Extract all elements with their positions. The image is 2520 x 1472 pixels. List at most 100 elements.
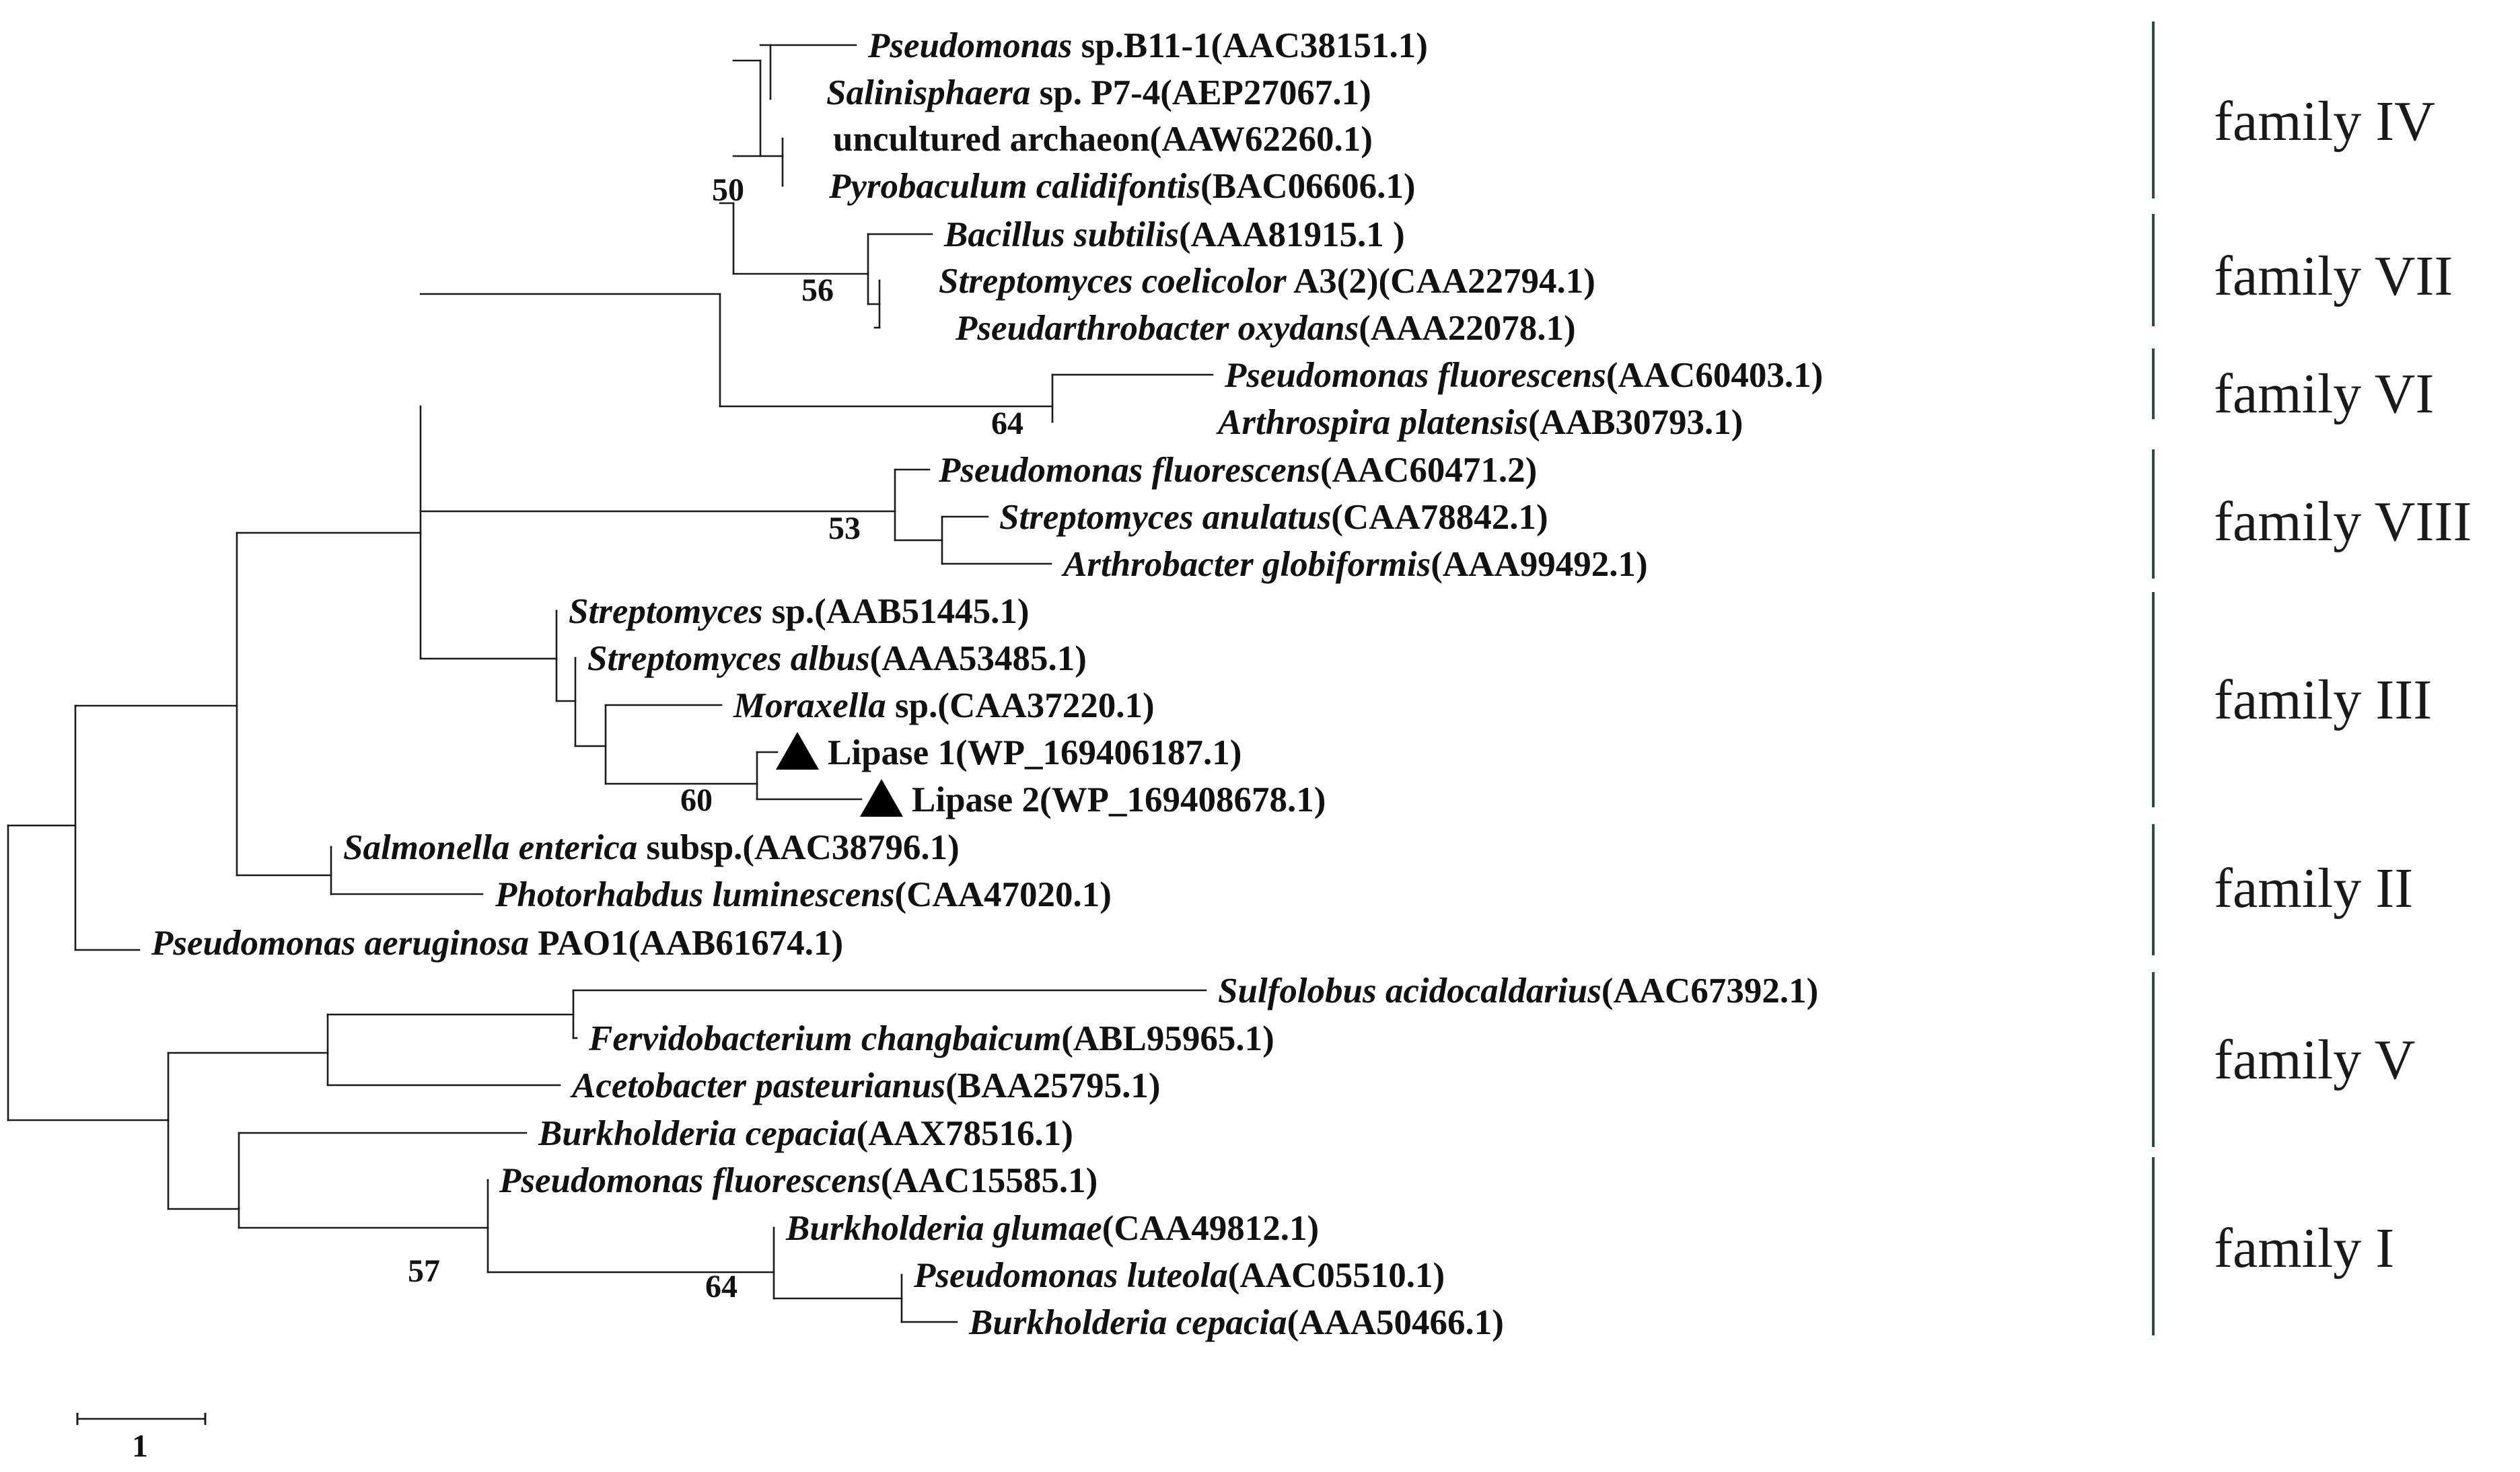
tree-branches: [7, 44, 1214, 1323]
leaf-label-italic: Pseudomonas fluorescens: [938, 451, 1320, 490]
leaf-label-plain: A3(2)(CAA22794.1): [1287, 262, 1595, 301]
leaf-label: Pseudomonas fluorescens(AAC60471.2): [938, 451, 1537, 490]
bootstrap-value: 64: [705, 1269, 737, 1304]
leaf-label-italic: Pyrobaculum calidifontis: [828, 167, 1200, 206]
leaf-label: Lipase 2(WP_169408678.1): [912, 780, 1326, 819]
leaf-label: Burkholderia cepacia(AAX78516.1): [538, 1114, 1073, 1153]
leaf-label: Salinisphaera sp. P7-4(AEP27067.1): [826, 73, 1371, 112]
leaf-label-plain: (AAC60471.2): [1320, 451, 1537, 490]
leaf-label: Lipase 1(WP_169406187.1): [828, 733, 1241, 772]
leaf-label: Burkholderia glumae(CAA49812.1): [785, 1209, 1319, 1248]
leaf-label-italic: Streptomyces anulatus: [999, 498, 1331, 537]
leaf-label-plain: (AAA81915.1 ): [1179, 215, 1405, 254]
leaf-label-italic: Streptomyces: [569, 592, 763, 631]
leaf-label: Streptomyces albus(AAA53485.1): [587, 639, 1087, 678]
leaf-label-italic: Pseudomonas: [867, 26, 1072, 65]
scale-bar: 1: [76, 1413, 207, 1464]
leaf-label: Acetobacter pasteurianus(BAA25795.1): [570, 1066, 1161, 1105]
leaf-label: Photorhabdus luminescens(CAA47020.1): [495, 875, 1112, 914]
leaf-label-italic: Arthrobacter globiformis: [1061, 545, 1431, 584]
leaf-label-italic: Pseudomonas aeruginosa: [151, 924, 529, 963]
triangle-marker-icon: [860, 779, 903, 817]
family-label: family IV: [2214, 90, 2435, 153]
leaf-label-italic: Moraxella: [733, 686, 886, 725]
leaf-label-italic: Acetobacter pasteurianus: [570, 1066, 945, 1105]
leaf-label-italic: Bacillus subtilis: [943, 215, 1179, 254]
leaf-label-plain: Lipase 2(WP_169408678.1): [912, 780, 1326, 819]
bootstrap-value: 57: [408, 1253, 440, 1289]
leaf-label-plain: subsp.(AAC38796.1): [637, 828, 960, 867]
leaf-label: Moraxella sp.(CAA37220.1): [733, 686, 1155, 725]
leaf-label-plain: (AAC15585.1): [881, 1161, 1097, 1200]
bootstrap-value: 53: [828, 511, 861, 546]
scale-bar-label: 1: [132, 1428, 148, 1464]
family-label: family II: [2214, 857, 2413, 920]
leaf-label-plain: (AAA50466.1): [1287, 1303, 1504, 1342]
leaf-label-plain: (AAX78516.1): [857, 1114, 1073, 1153]
leaf-label-plain: (CAA78842.1): [1331, 498, 1548, 537]
leaf-label: Salmonella enterica subsp.(AAC38796.1): [343, 828, 960, 867]
leaf-label: Streptomyces coelicolor A3(2)(CAA22794.1…: [939, 262, 1595, 301]
leaf-label-italic: Photorhabdus luminescens: [495, 875, 894, 914]
leaf-label-plain: (CAA49812.1): [1102, 1209, 1319, 1248]
leaf-label-plain: sp.B11-1(AAC38151.1): [1072, 26, 1428, 65]
bootstrap-value: 64: [991, 406, 1023, 441]
leaf-label-plain: (BAC06606.1): [1200, 167, 1415, 206]
leaf-label-plain: Lipase 1(WP_169406187.1): [828, 733, 1241, 772]
leaf-label-italic: Pseudomonas fluorescens: [1224, 356, 1606, 395]
leaf-label: Pseudomonas aeruginosa PAO1(AAB61674.1): [151, 924, 843, 963]
leaf-label-italic: Pseudomonas fluorescens: [499, 1161, 881, 1200]
lipase-markers: [776, 732, 903, 817]
leaf-label-plain: (AAC05510.1): [1228, 1256, 1445, 1295]
leaf-label: Pseudomonas fluorescens(AAC60403.1): [1224, 356, 1823, 395]
leaf-label-plain: (AAB30793.1): [1528, 403, 1743, 442]
leaf-label-italic: Burkholderia glumae: [785, 1209, 1102, 1248]
leaf-label: Arthrospira platensis(AAB30793.1): [1216, 403, 1743, 442]
family-label: family III: [2214, 669, 2432, 731]
leaf-label: Streptomyces sp.(AAB51445.1): [569, 592, 1030, 631]
leaf-label-italic: Burkholderia cepacia: [538, 1114, 857, 1153]
bootstrap-value: 56: [801, 272, 834, 308]
leaf-label: Burkholderia cepacia(AAA50466.1): [968, 1303, 1504, 1342]
leaf-label: Pseudomonas sp.B11-1(AAC38151.1): [867, 26, 1428, 65]
leaf-label-plain: (AAC60403.1): [1606, 356, 1823, 395]
family-label: family VII: [2214, 245, 2453, 307]
leaf-label-italic: Salinisphaera: [826, 73, 1030, 112]
family-label: family V: [2214, 1029, 2415, 1091]
leaf-label-plain: (AAA22078.1): [1359, 309, 1575, 348]
leaf-label-italic: Pseudomonas luteola: [913, 1256, 1228, 1295]
leaf-label-plain: sp.(AAB51445.1): [763, 592, 1030, 631]
leaf-label: Pyrobaculum calidifontis(BAC06606.1): [828, 167, 1416, 206]
leaf-label: Fervidobacterium changbaicum(ABL95965.1): [588, 1019, 1274, 1058]
leaf-label: Pseudarthrobacter oxydans(AAA22078.1): [955, 309, 1576, 348]
leaf-label-plain: (ABL95965.1): [1061, 1019, 1274, 1058]
leaf-label-italic: Pseudarthrobacter oxydans: [955, 309, 1359, 348]
leaf-label-italic: Streptomyces coelicolor: [939, 262, 1287, 301]
leaf-label-plain: (BAA25795.1): [945, 1066, 1160, 1105]
leaf-label-plain: PAO1(AAB61674.1): [529, 924, 843, 963]
family-label: family VI: [2214, 363, 2434, 425]
family-label: family I: [2214, 1217, 2394, 1280]
leaf-label-plain: (CAA47020.1): [894, 875, 1111, 914]
leaf-label-italic: Burkholderia cepacia: [968, 1303, 1287, 1342]
leaf-label-plain: sp.(CAA37220.1): [886, 686, 1155, 725]
leaf-label-italic: Streptomyces albus: [587, 639, 870, 678]
leaf-label-plain: (AAA99492.1): [1431, 545, 1647, 584]
leaf-label-italic: Salmonella enterica: [343, 828, 637, 867]
leaf-label: uncultured archaeon(AAW62260.1): [833, 120, 1373, 159]
leaf-label: Sulfolobus acidocaldarius(AAC67392.1): [1218, 971, 1818, 1010]
leaf-label: Arthrobacter globiformis(AAA99492.1): [1061, 545, 1648, 584]
leaf-label: Streptomyces anulatus(CAA78842.1): [999, 498, 1548, 537]
bootstrap-value: 60: [680, 782, 713, 818]
leaf-labels: Pseudomonas sp.B11-1(AAC38151.1) Salinisp…: [151, 26, 1823, 1342]
leaf-label-italic: Arthrospira platensis: [1216, 403, 1528, 442]
triangle-marker-icon: [776, 732, 819, 770]
leaf-label-plain: uncultured archaeon(AAW62260.1): [833, 120, 1373, 159]
leaf-label: Bacillus subtilis(AAA81915.1 ): [943, 215, 1405, 254]
leaf-label-italic: Fervidobacterium changbaicum: [588, 1019, 1061, 1058]
leaf-label: Pseudomonas fluorescens(AAC15585.1): [499, 1161, 1097, 1200]
leaf-label-plain: (AAC67392.1): [1601, 971, 1818, 1010]
